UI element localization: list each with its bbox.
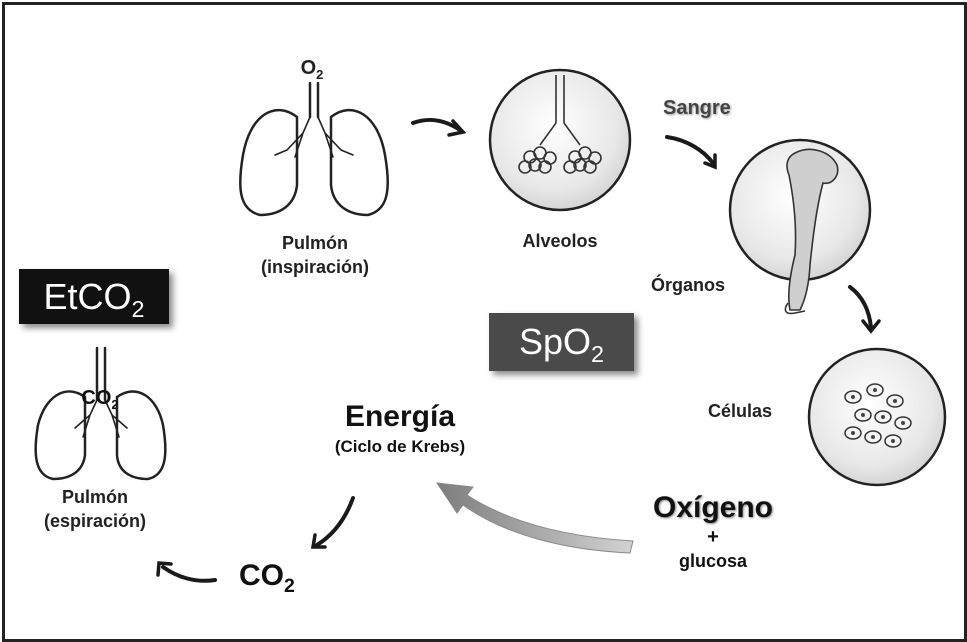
alveolos-label: Alveolos bbox=[522, 231, 598, 251]
arrow-energia-to-co2 bbox=[310, 496, 355, 549]
energia-block: Energía (Ciclo de Krebs) bbox=[295, 399, 505, 459]
organos-label: Órganos bbox=[651, 275, 726, 295]
lung-expiration-label: Pulmón (espiración) bbox=[15, 485, 175, 533]
lung-inspiration-line1: Pulmón bbox=[282, 233, 348, 253]
co2-label: CO2 bbox=[239, 559, 295, 597]
arrow-alveolos-to-sangre bbox=[665, 135, 717, 170]
spo2-badge: SpO2 bbox=[489, 313, 634, 371]
o2-label: O2 bbox=[300, 57, 324, 82]
arrow-co2-to-lung bbox=[156, 561, 217, 583]
sangre-label: Sangre bbox=[663, 97, 731, 119]
lung-co2-label: CO2 bbox=[81, 387, 119, 412]
energia-title: Energía bbox=[344, 400, 456, 433]
organ-arm-circle-icon bbox=[728, 138, 872, 315]
oxigeno-plus: + bbox=[707, 526, 719, 548]
lung-inspiration-icon bbox=[239, 81, 389, 217]
energia-subtitle: (Ciclo de Krebs) bbox=[334, 437, 466, 456]
lung-expiration-icon bbox=[34, 346, 167, 481]
celulas-label: Células bbox=[708, 401, 773, 421]
arrow-lung-to-alveolos bbox=[411, 117, 467, 137]
glucosa-label: glucosa bbox=[678, 551, 748, 571]
etco2-badge: EtCO2 bbox=[19, 269, 169, 324]
lung-inspiration-label: Pulmón (inspiración) bbox=[235, 231, 395, 279]
lung-expiration-line1: Pulmón bbox=[62, 487, 128, 507]
oxigeno-title: Oxígeno bbox=[652, 491, 773, 524]
diagram-artwork bbox=[34, 68, 947, 583]
cells-circle-icon bbox=[807, 347, 947, 487]
arrow-oxigeno-to-energia bbox=[435, 482, 634, 554]
oxigeno-block: Oxígeno + glucosa bbox=[633, 489, 793, 575]
alveolos-circle-icon bbox=[488, 68, 632, 212]
lung-inspiration-line2: (inspiración) bbox=[260, 257, 369, 277]
lung-expiration-line2: (espiración) bbox=[43, 511, 147, 531]
arrow-organs-to-cells bbox=[848, 285, 881, 334]
